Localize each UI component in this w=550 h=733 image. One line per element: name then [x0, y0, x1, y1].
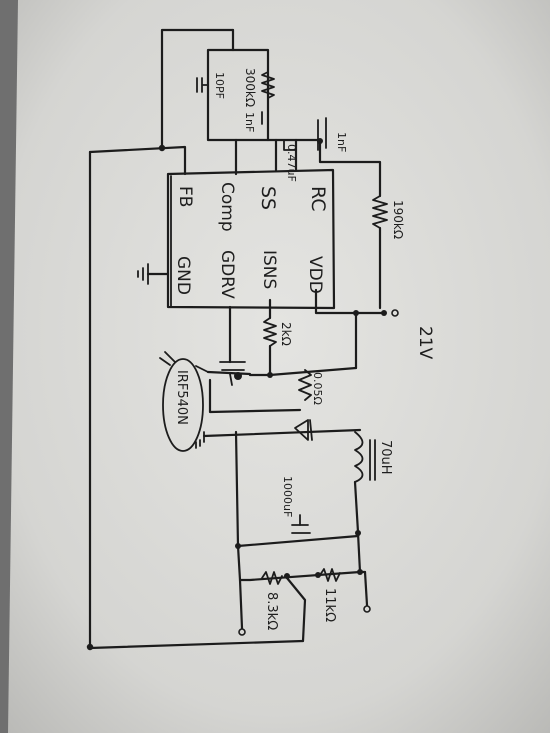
pin-label-isns: ISNS — [259, 250, 279, 289]
vin-node — [314, 288, 399, 370]
label-300k: 300kΩ — [243, 68, 257, 107]
label-047uf: 0.47uF — [285, 144, 298, 182]
label-2k: 2kΩ — [279, 322, 293, 346]
label-10pf: 10PF — [213, 72, 226, 99]
pin-label-vdd: VDD — [305, 256, 325, 294]
gate-drive-path — [206, 298, 358, 401]
label-cout: 1000uF — [281, 476, 294, 517]
pin-label-rc: RC — [307, 186, 329, 212]
label-190k: 190kΩ — [391, 200, 405, 239]
pin-label-fb: FB — [175, 186, 195, 207]
label-8-3k: 8.3kΩ — [264, 592, 279, 630]
pin-label-gdrv: GDRV — [217, 250, 237, 299]
label-mosfet: IRF540N — [174, 370, 189, 425]
pin-label-gnd: GND — [173, 256, 193, 295]
softstart-timing-network — [266, 117, 388, 310]
ground-symbol-ic — [137, 263, 170, 285]
label-1nf-rc: 1nF — [335, 132, 348, 152]
label-inductor: 70uH — [378, 440, 393, 475]
label-sense: 0.05Ω — [311, 372, 324, 405]
paper-sheet — [8, 0, 550, 733]
label-vin: 21V — [415, 326, 435, 360]
pin-label-comp: Comp — [217, 182, 237, 232]
pin-label-ss: SS — [257, 186, 279, 210]
mosfet-label-bubble — [159, 351, 209, 452]
label-11k: 11kΩ — [322, 588, 337, 622]
controller-ic — [166, 168, 336, 310]
label-1nf-comp: 1nF — [243, 112, 256, 132]
fb-feedback-rail — [86, 144, 305, 651]
power-stage — [195, 378, 376, 643]
